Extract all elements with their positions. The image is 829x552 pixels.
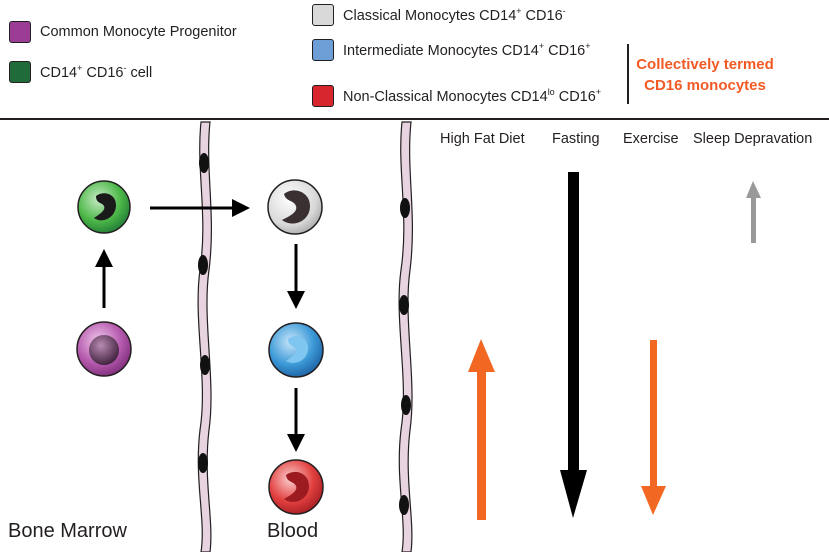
classical-swatch <box>312 4 334 26</box>
intermediate-swatch <box>312 39 334 61</box>
fasting-decrease-arrow <box>560 172 587 518</box>
nonclassical-monocyte-cell <box>268 459 324 515</box>
vessel-wall-left <box>197 121 212 552</box>
legend-cd14-cell: CD14+ CD16- cell <box>9 61 152 83</box>
intermediate-label: Intermediate Monocytes CD14+ CD16+ <box>343 41 591 59</box>
condition-sleep-depravation: Sleep Depravation <box>693 131 813 147</box>
nonclassical-label: Non-Classical Monocytes CD14lo CD16+ <box>343 87 602 105</box>
legend-classical: Classical Monocytes CD14+ CD16- <box>312 4 566 26</box>
region-bone-marrow: Bone Marrow <box>8 520 127 542</box>
cd14-cell-label: CD14+ CD16- cell <box>40 63 153 81</box>
progenitor-swatch <box>9 21 31 43</box>
condition-exercise: Exercise <box>623 131 679 147</box>
vessel-wall-right <box>398 121 413 552</box>
cd16-bracket <box>627 44 629 104</box>
legend-nonclassical: Non-Classical Monocytes CD14lo CD16+ <box>312 85 601 107</box>
progenitor-label: Common Monocyte Progenitor <box>40 24 237 40</box>
region-blood: Blood <box>267 520 319 542</box>
legend-intermediate: Intermediate Monocytes CD14+ CD16+ <box>312 39 590 61</box>
exercise-decrease-arrow <box>641 340 666 515</box>
cd14-cell-swatch <box>9 61 31 83</box>
high-fat-diet-increase-arrow <box>468 339 495 520</box>
classical-monocyte-cell <box>267 179 323 235</box>
legend-progenitor: Common Monocyte Progenitor <box>9 21 237 43</box>
cd14-cell <box>77 180 131 234</box>
condition-fasting: Fasting <box>552 131 600 147</box>
sleep-slight-increase-arrow <box>746 181 761 243</box>
progenitor-cell <box>76 321 132 377</box>
classical-label: Classical Monocytes CD14+ CD16- <box>343 6 566 24</box>
intermediate-monocyte-cell <box>268 322 324 378</box>
section-divider <box>0 118 829 120</box>
nonclassical-swatch <box>312 85 334 107</box>
condition-high-fat-diet: High Fat Diet <box>440 131 525 147</box>
cd16-collective-note: Collectively termed CD16 monocytes <box>636 56 774 94</box>
